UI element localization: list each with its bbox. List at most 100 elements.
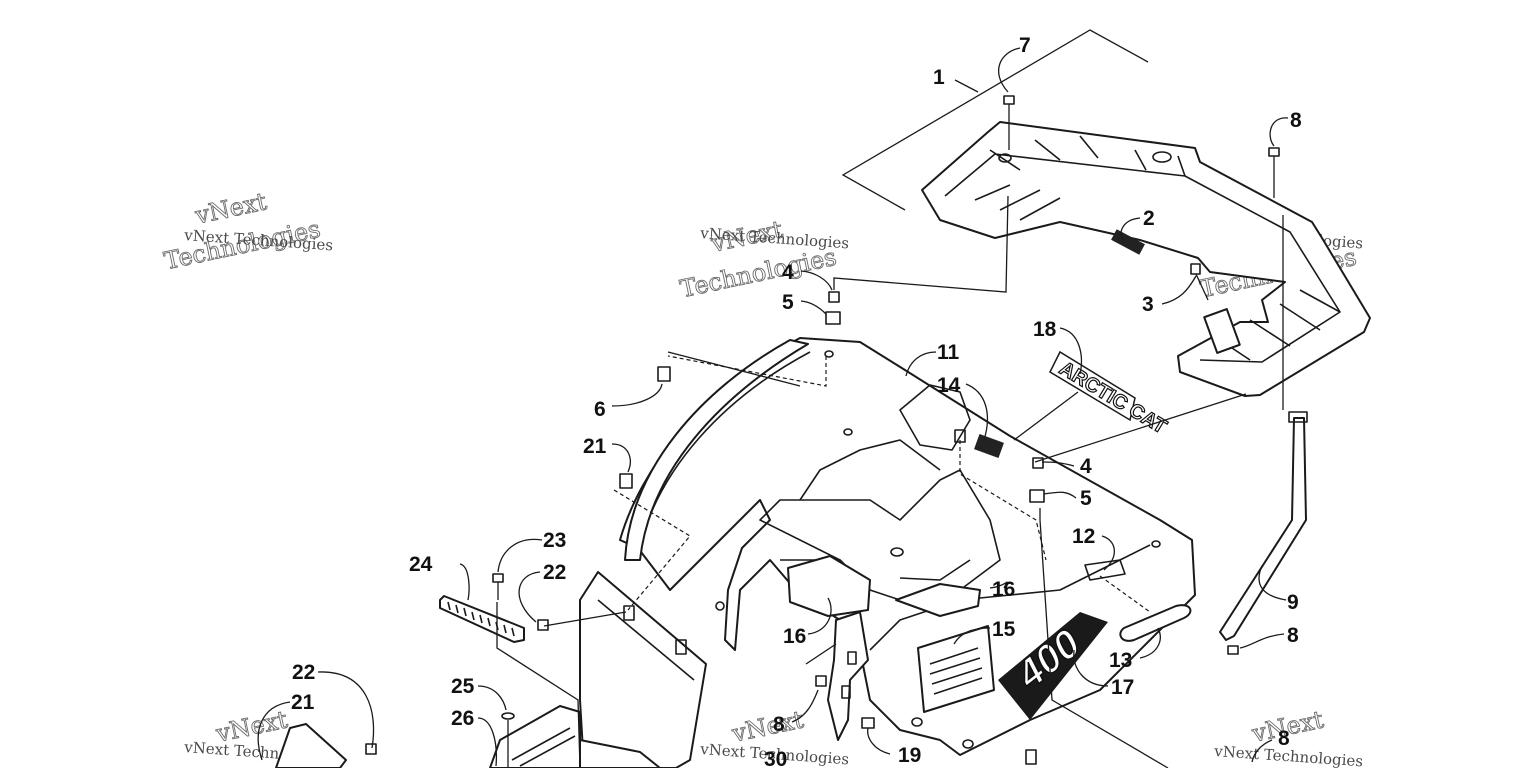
solid-4b-to-rack [1034,393,1247,463]
callout-23: 23 [543,529,566,552]
solid-8-lower [805,643,837,665]
callout-22a: 22 [543,561,566,584]
leader-19 [867,727,891,755]
callout-30: 30 [764,748,787,768]
callout-8d: 8 [1278,727,1290,750]
callout-15: 15 [992,618,1016,641]
dash-21 [613,489,691,611]
leader-16a [989,581,1008,589]
rear-rack [921,121,1371,397]
splash-panel-16 [787,555,981,617]
callout-25: 25 [451,675,475,698]
leader-8c [791,689,819,723]
fender-flare [619,339,809,561]
callout-19: 19 [898,744,921,767]
solid-22-to-flap [543,611,627,627]
reflector-12-mount [1084,559,1126,581]
callout-16b: 16 [783,625,806,648]
leader-9 [1258,565,1287,601]
leader-4b [1041,461,1075,467]
leader-26 [477,717,498,767]
grommet-stack-left [824,291,841,358]
leader-5b [1043,491,1077,499]
watermark-large-top: vNext [192,187,270,230]
leader-5a [800,300,827,315]
leader-4a [800,270,833,291]
side-cover [827,611,869,741]
solid-5b-down [1039,508,1169,768]
watermark-large-top: vNext [729,705,807,748]
rack-mount-hole [998,153,1012,163]
brand-decal-18: ARCTIC CAT [1049,350,1171,439]
watermark-large-bottom: Technologies [678,243,839,303]
callout-4b: 4 [1080,455,1092,478]
leader-8d [1251,739,1273,763]
leader-25 [477,685,507,711]
watermark-bottom-center: vNext [728,705,807,749]
rack-mount-bracket [1203,308,1241,354]
leader-6 [611,383,663,407]
watermark-top-left: vNext Technologies [161,187,323,276]
heel-guard-24 [439,595,525,643]
support-tube-9 [1219,411,1308,641]
callout-21b: 21 [291,691,315,714]
bolt-3 [1190,263,1209,301]
leader-8a [1269,117,1289,147]
callout-13: 13 [1109,649,1132,672]
rack-decal-2 [1111,229,1145,255]
callout-11: 11 [937,341,960,364]
dash-6 [667,355,827,387]
callout-14: 14 [937,374,961,397]
callout-8c: 8 [773,713,785,736]
callout-8a: 8 [1290,109,1302,132]
callout-3: 3 [1142,293,1154,316]
leader-15 [953,627,991,645]
callout-26: 26 [451,707,474,730]
bottom-clip [1025,749,1037,765]
screw-23 [492,573,504,600]
leader-22b [317,671,375,749]
leader-8b [1239,633,1285,649]
leader-22a [518,571,541,623]
solid-4-to-rack [833,195,1009,293]
bolt-8-top [1268,147,1280,198]
bottom-left-bracket [275,723,377,768]
callout-16a: 16 [992,578,1015,601]
bolt-8-tube [1227,645,1239,655]
solid-6-to-fender [667,351,801,387]
callout-6: 6 [594,398,606,421]
callout-2: 2 [1143,207,1155,230]
bolt-7 [1003,95,1015,150]
leader-14 [965,383,988,441]
callout-7: 7 [1019,34,1031,57]
callout-5a: 5 [782,291,794,314]
leader-21a [611,443,631,473]
footwell [489,705,661,768]
callout-8b: 8 [1287,624,1299,647]
screw-25 [501,712,515,768]
callout-22b: 22 [292,661,315,684]
watermark-top-center: vNext Technologies [677,215,839,304]
callout-9: 9 [1287,591,1299,614]
leader-17 [1073,649,1109,687]
leader-24 [459,563,470,601]
tube-cap [1288,411,1308,423]
leader-3 [1161,275,1197,305]
brand-decal-text: ARCTIC CAT [1055,357,1170,438]
leader-21b [257,701,291,761]
callout-18: 18 [1033,318,1057,341]
mud-flap [579,571,707,768]
solid-23-down [496,602,581,768]
leader-11 [905,351,937,377]
leader-2 [1120,217,1141,241]
callout-4a: 4 [782,261,794,284]
leader-1 [954,79,979,93]
leader-12 [1101,535,1115,571]
reflector-13 [1119,604,1192,642]
solid-14-to-decal [1013,391,1079,441]
push-rivet-6 [657,366,671,382]
bolt-8-lower [815,675,827,687]
assembly-bracket-1 [841,29,1149,211]
callout-21a: 21 [583,435,607,458]
